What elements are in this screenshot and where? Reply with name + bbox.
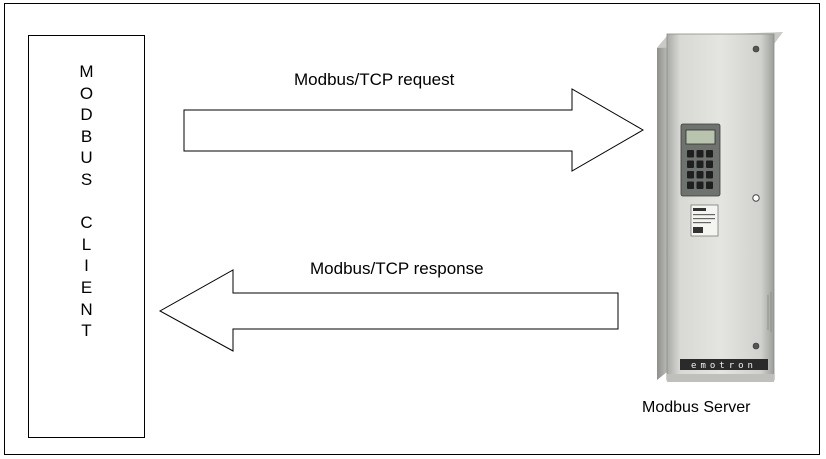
keypad-key xyxy=(696,171,704,179)
keypad-key xyxy=(706,150,713,158)
request-arrow xyxy=(183,88,644,172)
keypad-key xyxy=(696,181,704,189)
client-letter: M xyxy=(79,62,94,81)
server-label: Modbus Server xyxy=(642,399,751,416)
keypad-key xyxy=(696,160,704,168)
client-letter: I xyxy=(84,256,89,276)
client-letter: U xyxy=(80,148,93,168)
keypad-key xyxy=(706,171,713,179)
client-letter: S xyxy=(80,169,93,189)
request-label: Modbus/TCP request xyxy=(294,70,455,89)
diagram-frame xyxy=(4,3,820,455)
keypad-key xyxy=(696,150,704,158)
lcd-display xyxy=(685,129,716,145)
client-letter: O xyxy=(79,83,94,103)
client-letter: B xyxy=(80,126,93,146)
response-arrow xyxy=(158,269,619,352)
brand-text: emotron xyxy=(691,361,757,371)
client-letter: D xyxy=(80,105,93,125)
screw-icon xyxy=(752,45,760,53)
screw-icon xyxy=(752,342,760,350)
client-letter: T xyxy=(81,321,92,341)
response-label: Modbus/TCP response xyxy=(310,259,484,278)
modbus-server-device: emotron xyxy=(657,32,783,382)
keypad-key xyxy=(706,160,713,168)
screw-icon xyxy=(752,194,760,202)
keypad-key xyxy=(687,181,694,189)
brand-strip xyxy=(680,359,768,370)
keypad xyxy=(687,150,713,189)
client-letter: N xyxy=(80,299,93,319)
client-letter: L xyxy=(81,234,92,254)
client-letter: E xyxy=(80,277,93,297)
keypad-key xyxy=(687,171,694,179)
keypad-key xyxy=(687,150,694,158)
keypad-key xyxy=(687,160,694,168)
keypad-key xyxy=(706,181,713,189)
client-letter: C xyxy=(80,213,93,233)
